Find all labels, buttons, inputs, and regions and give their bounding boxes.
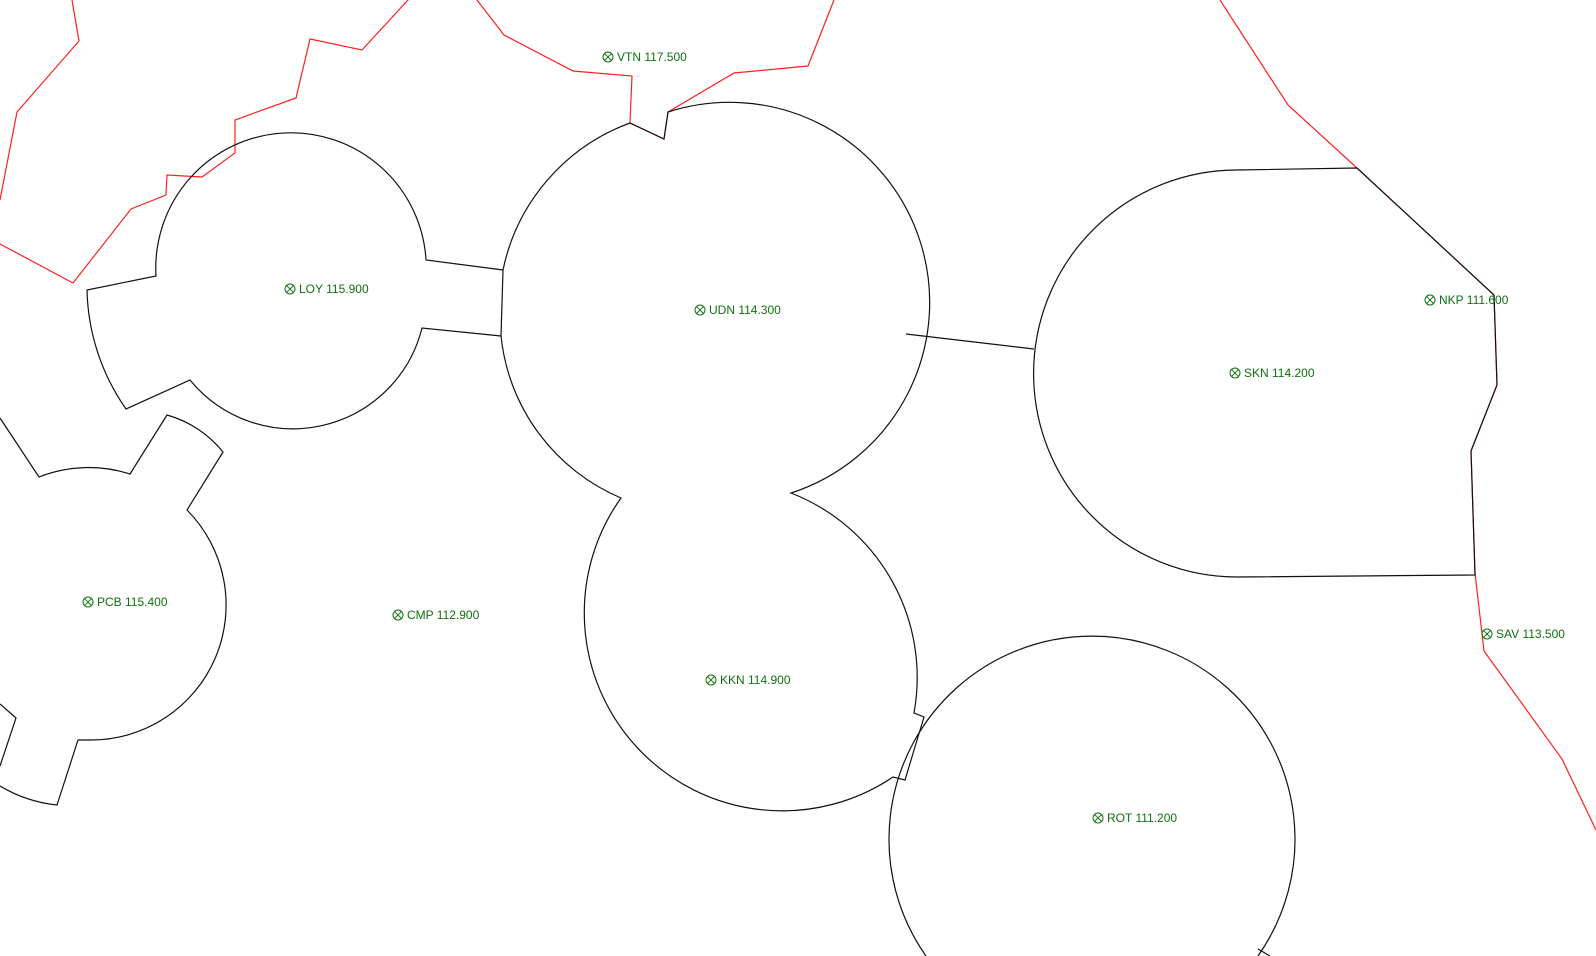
- navaid-label: SAV 113.500: [1496, 627, 1565, 641]
- boundary-line-vtn: [476, 0, 835, 140]
- airspace-rot: [888, 635, 1296, 956]
- navaid-loy[interactable]: LOY 115.900: [284, 282, 369, 296]
- vor-icon: [392, 609, 404, 621]
- navaid-vtn[interactable]: VTN 117.500: [602, 50, 687, 64]
- vor-icon: [1424, 294, 1436, 306]
- airspace-pcb: [0, 414, 227, 806]
- airspace-outlines: [0, 101, 1498, 956]
- navaid-label: SKN 114.200: [1244, 366, 1315, 380]
- airspace-udn-kkn: [500, 101, 931, 812]
- navaid-nkp[interactable]: NKP 111.600: [1424, 293, 1509, 307]
- boundary-line-east: [1219, 0, 1596, 831]
- navaid-label: PCB 115.400: [97, 595, 168, 609]
- navaid-sav[interactable]: SAV 113.500: [1481, 627, 1565, 641]
- navaid-rot[interactable]: ROT 111.200: [1092, 811, 1177, 825]
- vor-icon: [1092, 812, 1104, 824]
- airspace-rot-south-tab: [1257, 948, 1271, 956]
- boundary-lines: [0, 0, 1596, 831]
- navaid-label: ROT 111.200: [1107, 811, 1177, 825]
- navaid-label: UDN 114.300: [709, 303, 781, 317]
- vor-icon: [602, 51, 614, 63]
- navaid-udn[interactable]: UDN 114.300: [694, 303, 781, 317]
- vor-icon: [82, 596, 94, 608]
- navaid-cmp[interactable]: CMP 112.900: [392, 608, 480, 622]
- airspace-udn-skn-connector: [905, 333, 1035, 350]
- vor-icon: [694, 304, 706, 316]
- navaid-label: VTN 117.500: [617, 50, 687, 64]
- navaid-label: KKN 114.900: [720, 673, 791, 687]
- navaid-label: NKP 111.600: [1439, 293, 1509, 307]
- vor-icon: [705, 674, 717, 686]
- vor-icon: [1481, 628, 1493, 640]
- boundary-line-north-central: [0, 0, 409, 284]
- airspace-pcb-west-tab: [0, 703, 17, 767]
- boundary-line-northwest: [0, 0, 80, 201]
- navaid-pcb[interactable]: PCB 115.400: [82, 595, 168, 609]
- navaid-kkn[interactable]: KKN 114.900: [705, 673, 791, 687]
- airspace-loy: [86, 132, 504, 430]
- navaid-label: CMP 112.900: [407, 608, 480, 622]
- airspace-skn: [1032, 167, 1498, 578]
- vor-icon: [284, 283, 296, 295]
- navaid-skn[interactable]: SKN 114.200: [1229, 366, 1315, 380]
- navaid-label: LOY 115.900: [299, 282, 369, 296]
- vor-icon: [1229, 367, 1241, 379]
